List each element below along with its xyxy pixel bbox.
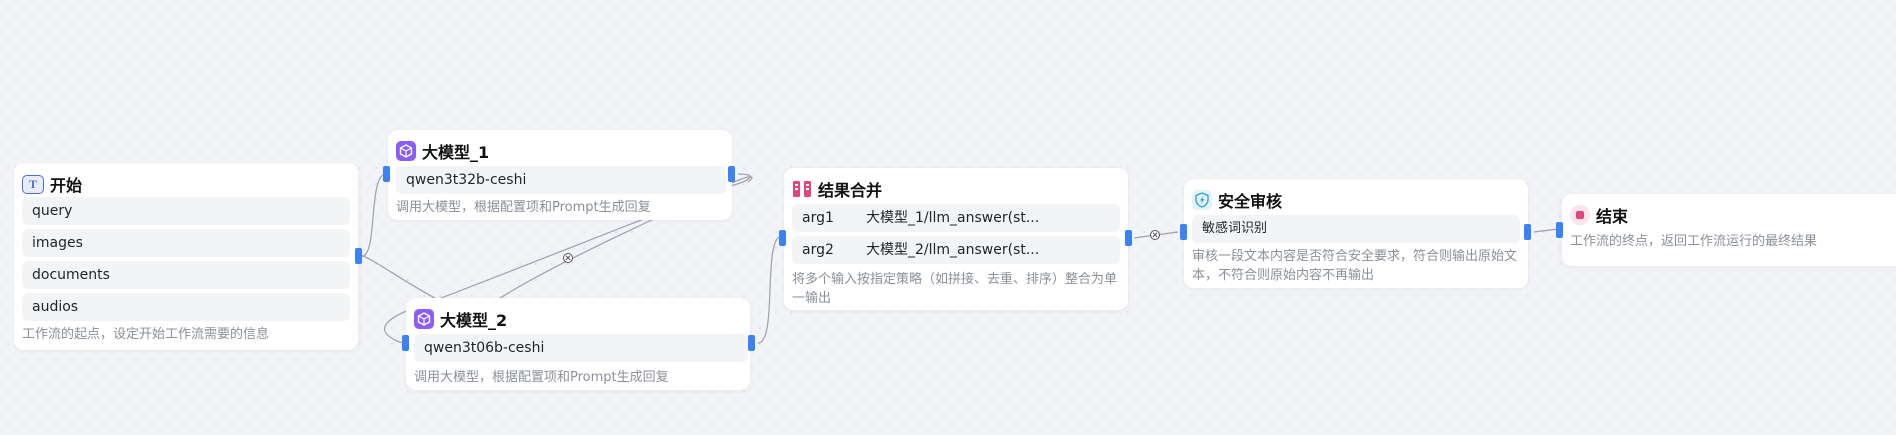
llm1-input-handle[interactable] xyxy=(383,166,390,182)
stop-icon xyxy=(1570,205,1590,225)
start-field-documents[interactable]: documents xyxy=(22,261,350,289)
node-description: 工作流的起点，设定开始工作流需要的信息 xyxy=(22,327,270,342)
node-description: 将多个输入按指定策略（如拼接、去重、排序）整合为单一输出 xyxy=(792,272,1118,306)
llm2-node[interactable]: 大模型_2 qwen3t06b-ceshi 调用大模型，根据配置项和Prompt… xyxy=(406,298,750,390)
merge-arg-row[interactable]: arg1 大模型_1/llm_answer(st... xyxy=(792,204,1120,232)
node-description: 调用大模型，根据配置项和Prompt生成回复 xyxy=(414,370,669,385)
start-field-query[interactable]: query xyxy=(22,197,350,225)
arg-value: 大模型_1/llm_answer(st... xyxy=(866,210,1040,226)
arg-key: arg2 xyxy=(802,242,834,258)
edge-stop-icon[interactable] xyxy=(1150,230,1160,240)
start-field-audios[interactable]: audios xyxy=(22,293,350,321)
llm2-output-handle[interactable] xyxy=(748,335,755,351)
audit-item[interactable]: 敏感词识别 xyxy=(1192,215,1520,243)
llm1-node[interactable]: 大模型_1 qwen3t32b-ceshi 调用大模型，根据配置项和Prompt… xyxy=(388,130,732,220)
text-T-icon: T xyxy=(22,174,44,194)
start-output-handle[interactable] xyxy=(355,248,362,264)
cube-icon xyxy=(396,141,416,161)
node-title: 大模型_1 xyxy=(422,143,490,162)
node-description: 工作流的终点，返回工作流运行的最终结果 xyxy=(1570,234,1818,249)
shield-bolt-icon xyxy=(1192,190,1212,210)
audit-node[interactable]: 安全审核 敏感词识别 审核一段文本内容是否符合安全要求，符合则输出原始文本，不符… xyxy=(1184,179,1528,288)
node-title: 安全审核 xyxy=(1218,192,1283,211)
edge-stop-icon[interactable] xyxy=(563,253,573,263)
llm1-output-handle[interactable] xyxy=(728,166,735,182)
node-title: 结果合并 xyxy=(818,181,883,200)
audit-input-handle[interactable] xyxy=(1180,224,1187,240)
arg-key: arg1 xyxy=(802,210,834,226)
end-node[interactable]: 结束 工作流的终点，返回工作流运行的最终结果 xyxy=(1562,194,1896,266)
node-description: 审核一段文本内容是否符合安全要求，符合则输出原始文本，不符合则原始内容不再输出 xyxy=(1192,249,1518,283)
start-node[interactable]: T 开始 query images documents audios 工作流的起… xyxy=(14,163,358,350)
edge-start-llm1 xyxy=(361,173,387,257)
edge-llm2-merge xyxy=(757,235,783,344)
node-title: 开始 xyxy=(50,176,83,195)
llm1-model[interactable]: qwen3t32b-ceshi xyxy=(396,166,726,194)
merge-arg-row[interactable]: arg2 大模型_2/llm_answer(st... xyxy=(792,236,1120,264)
edge-audit-end xyxy=(1533,228,1559,233)
start-field-images[interactable]: images xyxy=(22,229,350,257)
node-title: 结束 xyxy=(1596,207,1629,226)
merge-input-handle[interactable] xyxy=(779,230,786,246)
merge-output-handle[interactable] xyxy=(1125,230,1132,246)
node-description: 调用大模型，根据配置项和Prompt生成回复 xyxy=(396,200,651,215)
node-title: 大模型_2 xyxy=(440,311,508,330)
merge-node[interactable]: 结果合并 arg1 大模型_1/llm_answer(st... arg2 大模型_… xyxy=(784,168,1128,310)
end-input-handle[interactable] xyxy=(1556,222,1563,238)
llm2-input-handle[interactable] xyxy=(402,335,409,351)
cube-icon xyxy=(414,309,434,329)
merge-icon xyxy=(792,179,812,199)
arg-value: 大模型_2/llm_answer(st... xyxy=(866,242,1040,258)
audit-output-handle[interactable] xyxy=(1524,224,1531,240)
llm2-model[interactable]: qwen3t06b-ceshi xyxy=(414,334,748,362)
